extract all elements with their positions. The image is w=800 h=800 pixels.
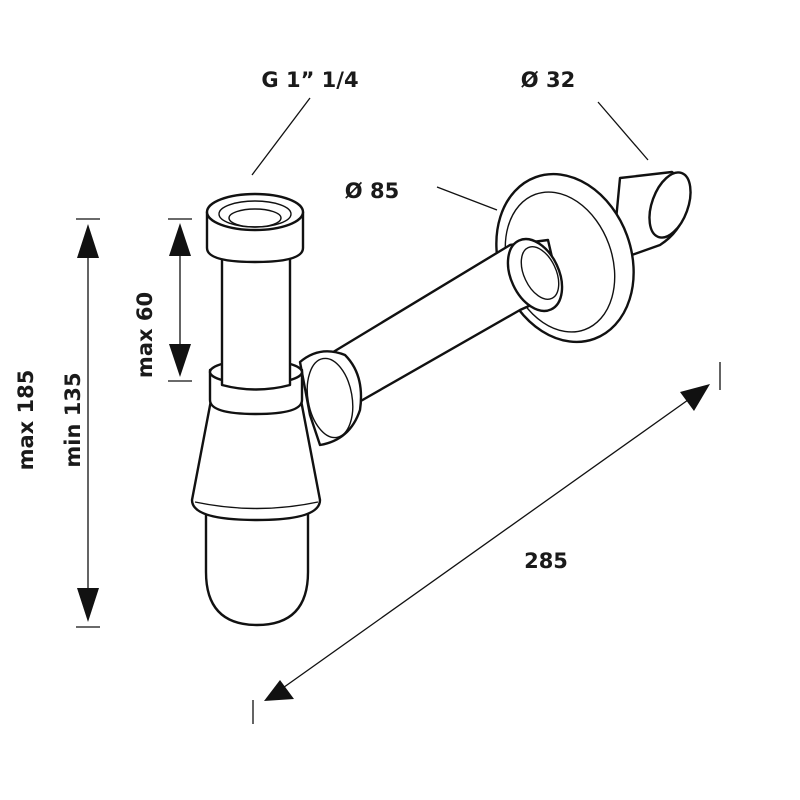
vertical-pipe xyxy=(220,246,292,391)
trap-body xyxy=(190,192,322,627)
arrow-down-icon xyxy=(77,588,99,622)
arrow-up-icon xyxy=(77,224,99,258)
arrow-icon xyxy=(264,680,294,701)
flange-diameter-label: Ø 85 xyxy=(345,179,399,203)
length-285-label: 285 xyxy=(524,549,568,573)
arrow-icon xyxy=(680,384,710,411)
trap-cup xyxy=(204,510,310,627)
max-60-dimension: max 60 xyxy=(133,218,192,382)
thread-label: G 1” 1/4 xyxy=(261,68,358,92)
min-135-label: min 135 xyxy=(61,372,85,467)
outlet-diameter-label: Ø 32 xyxy=(521,68,575,92)
outlet-arm xyxy=(298,170,692,447)
max-185-label: max 185 xyxy=(14,370,38,471)
arrow-up-icon xyxy=(169,223,191,256)
arrow-down-icon xyxy=(169,344,191,377)
height-dimension: max 185 min 135 xyxy=(14,218,100,628)
callouts: G 1” 1/4 Ø 32 Ø 85 xyxy=(251,68,649,211)
max-60-label: max 60 xyxy=(133,292,157,378)
length-dimension: 285 xyxy=(252,362,721,724)
